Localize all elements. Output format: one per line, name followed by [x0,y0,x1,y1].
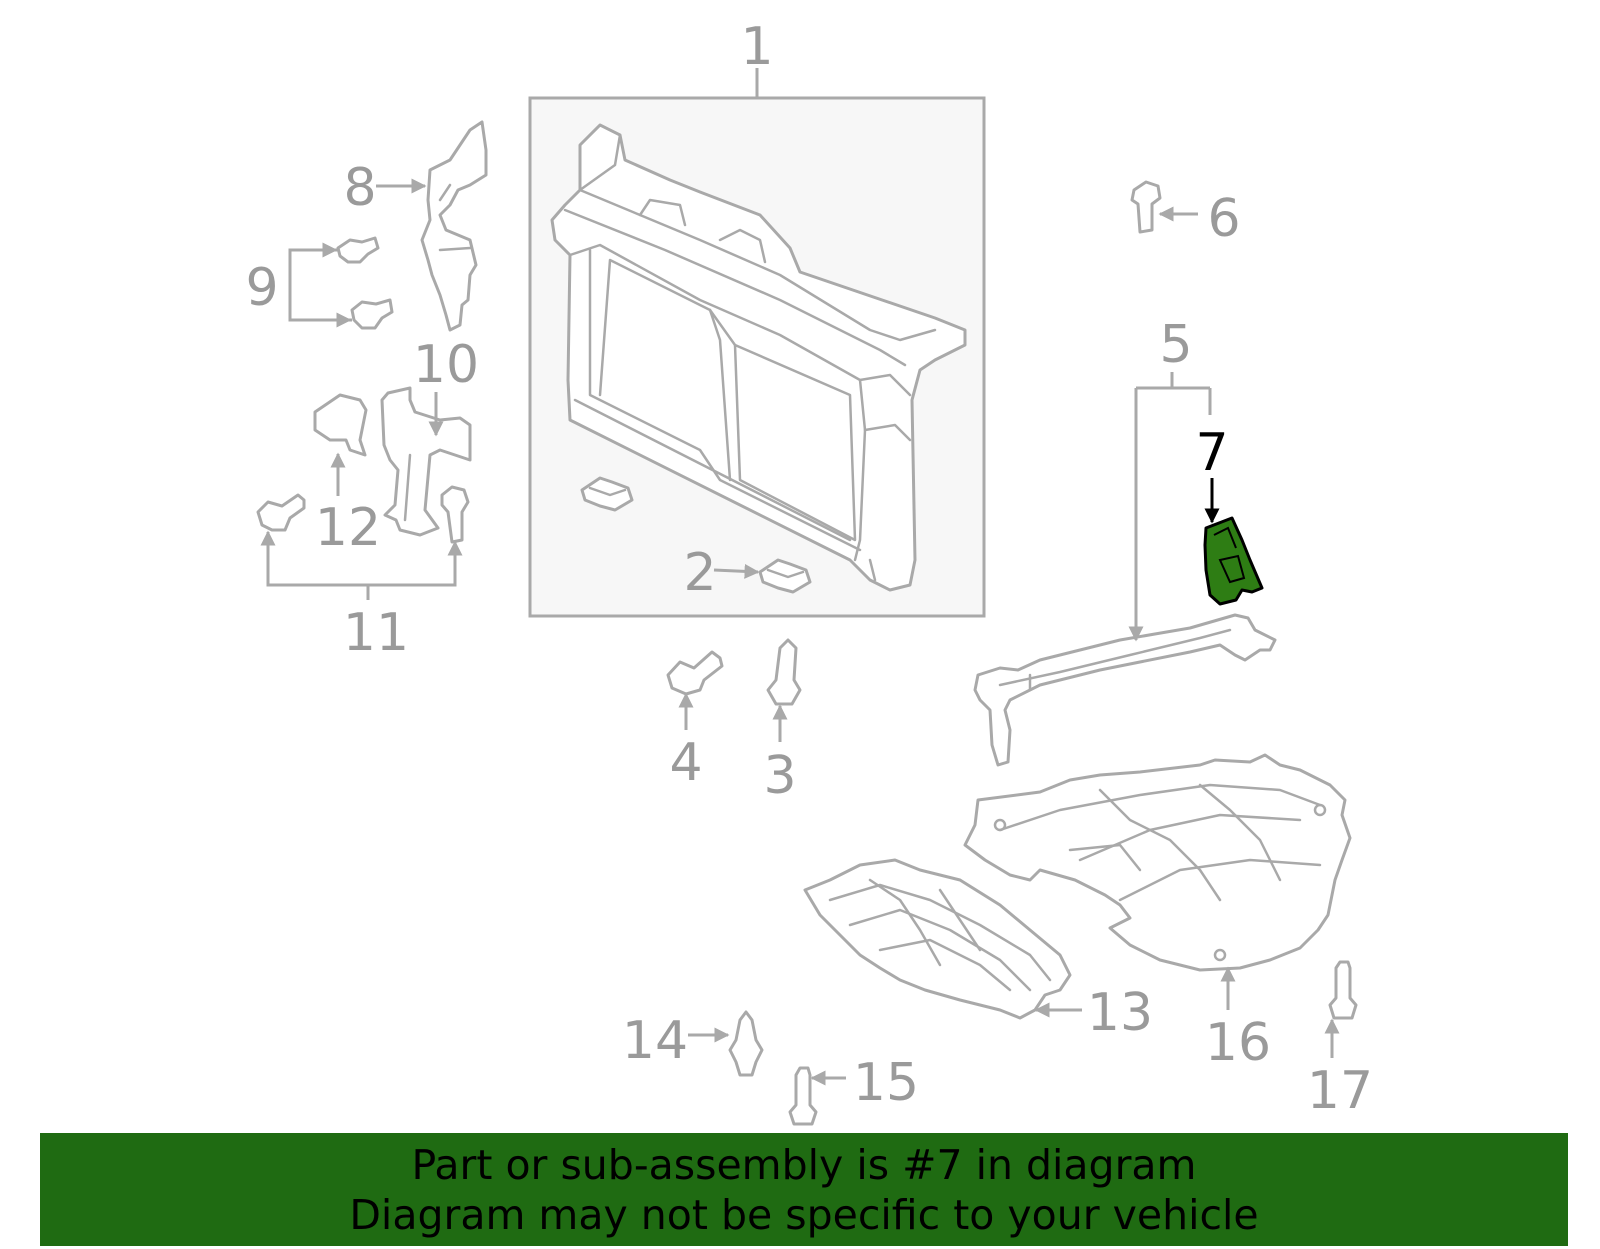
callout-2: 2 [683,543,716,603]
callout-14: 14 [622,1011,688,1071]
callout-13: 13 [1087,983,1153,1043]
push-pin-14[interactable] [728,1010,764,1077]
screw-3[interactable] [766,638,802,706]
bolts-11[interactable] [256,485,470,544]
bolt-4[interactable] [666,650,724,696]
radiator-support-assembly[interactable] [528,96,986,618]
callout-5: 5 [1159,315,1192,375]
bracket-10[interactable] [380,386,472,537]
bolt-17[interactable] [1328,960,1358,1020]
banner-part-notice: Part or sub-assembly is #7 in diagram [411,1140,1197,1189]
under-cover-16[interactable] [963,753,1352,972]
callout-11: 11 [343,603,409,663]
callout-17: 17 [1307,1061,1373,1121]
banner-disclaimer: Diagram may not be specific to your vehi… [349,1190,1259,1239]
reinforcement-5[interactable] [973,613,1277,767]
callout-3: 3 [763,746,796,806]
under-cover-13[interactable] [803,858,1072,1020]
callout-15: 15 [853,1053,919,1113]
info-banner: Part or sub-assembly is #7 in diagram Di… [40,1133,1568,1246]
bracket-12[interactable] [313,393,368,457]
callout-7: 7 [1195,423,1228,483]
bracket-7-highlighted[interactable] [1203,516,1264,606]
callout-4: 4 [669,733,702,793]
push-clips-9[interactable] [336,236,394,330]
bracket-8[interactable] [420,120,488,332]
leader-lines [260,68,1340,1086]
callout-6: 6 [1207,189,1240,249]
callout-labels: 1 2 3 4 5 6 7 8 9 10 11 12 13 14 15 16 1… [245,17,1373,1121]
bolt-15[interactable] [788,1066,818,1126]
callout-1: 1 [740,17,773,77]
retainer-clip[interactable] [580,476,812,594]
callout-8: 8 [343,158,376,218]
bolt-6[interactable] [1130,180,1162,234]
callout-10: 10 [413,335,479,395]
callout-16: 16 [1205,1013,1271,1073]
callout-12: 12 [315,498,381,558]
callout-9: 9 [245,258,278,318]
